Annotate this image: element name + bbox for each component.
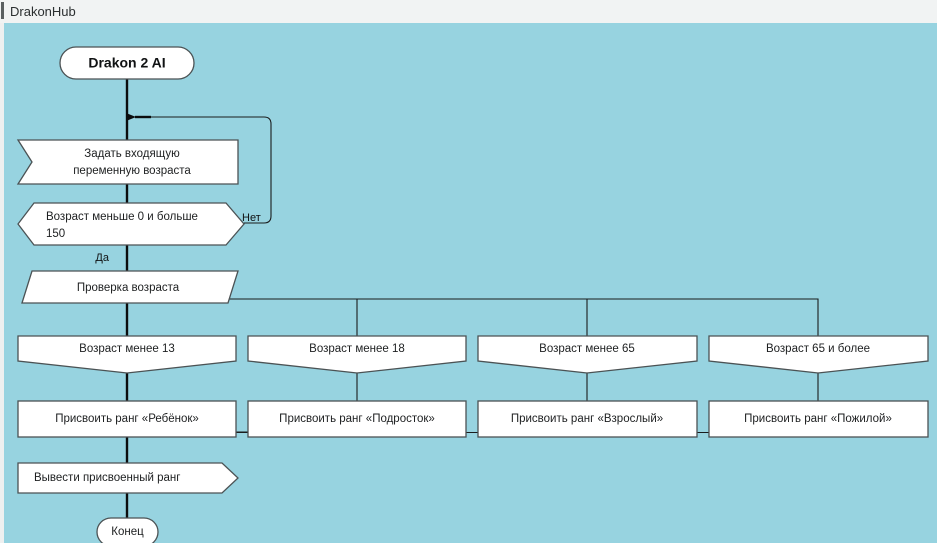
node-output-shape [17, 462, 239, 494]
node-case-1-shape [17, 335, 237, 374]
node-start-label: Drakon 2 AI [88, 55, 165, 71]
node-case-4-label: Возраст 65 и более [766, 343, 870, 355]
node-condition[interactable]: Возраст меньше 0 и больше 150 [17, 202, 245, 246]
node-case-2-shape [247, 335, 467, 374]
node-output[interactable]: Вывести присвоенный ранг [17, 462, 239, 494]
node-case-1-label: Возраст менее 13 [79, 343, 175, 355]
node-action-4[interactable]: Присвоить ранг «Пожилой» [708, 400, 929, 438]
node-end[interactable]: Конец [96, 517, 159, 543]
node-input-label-line2: переменную возраста [73, 165, 191, 177]
node-case-2[interactable]: Возраст менее 18 [247, 335, 467, 374]
node-input-shape [16, 139, 239, 185]
node-start-shape [59, 46, 195, 80]
node-condition-shape [17, 202, 245, 246]
node-condition-label-line1: Возраст меньше 0 и больше [46, 211, 198, 223]
node-action-1-label: Присвоить ранг «Ребёнок» [55, 413, 199, 425]
edge-condition-no-loopback [149, 116, 272, 224]
diagram-canvas[interactable]: Drakon 2 AI Задать входящую переменную в… [4, 23, 937, 543]
node-end-shape [96, 517, 159, 543]
window-title: DrakonHub [10, 4, 76, 19]
node-select-shape [21, 270, 239, 304]
node-action-2-shape [247, 400, 467, 438]
node-end-label: Конец [111, 526, 144, 538]
node-action-4-shape [708, 400, 929, 438]
node-case-3-label: Возраст менее 65 [539, 343, 635, 355]
node-condition-label-line2: 150 [46, 228, 65, 240]
node-case-3-shape [477, 335, 698, 374]
node-action-2[interactable]: Присвоить ранг «Подросток» [247, 400, 467, 438]
window-grip-icon [1, 2, 4, 19]
node-case-2-label: Возраст менее 18 [309, 343, 405, 355]
window-titlebar: DrakonHub [0, 0, 937, 23]
edge-label-yes: Да [95, 252, 109, 264]
node-action-4-label: Присвоить ранг «Пожилой» [744, 413, 892, 425]
node-action-3-shape [477, 400, 698, 438]
node-case-4[interactable]: Возраст 65 и более [708, 335, 929, 374]
node-case-1[interactable]: Возраст менее 13 [17, 335, 237, 374]
edge-label-no: Нет [242, 212, 261, 224]
node-case-4-shape [708, 335, 929, 374]
node-action-1[interactable]: Присвоить ранг «Ребёнок» [17, 400, 237, 438]
node-select-label: Проверка возраста [77, 282, 180, 294]
edge-branch-fork-bus [127, 298, 819, 336]
node-action-2-label: Присвоить ранг «Подросток» [279, 413, 435, 425]
node-input[interactable]: Задать входящую переменную возраста [16, 139, 239, 185]
node-action-3-label: Присвоить ранг «Взрослый» [511, 413, 663, 425]
node-input-label-line1: Задать входящую [84, 148, 180, 160]
node-action-3[interactable]: Присвоить ранг «Взрослый» [477, 400, 698, 438]
node-action-1-shape [17, 400, 237, 438]
node-start[interactable]: Drakon 2 AI [59, 46, 195, 80]
canvas-left-gutter [0, 23, 4, 543]
node-output-label: Вывести присвоенный ранг [34, 472, 180, 484]
node-case-3[interactable]: Возраст менее 65 [477, 335, 698, 374]
node-select[interactable]: Проверка возраста [21, 270, 239, 304]
